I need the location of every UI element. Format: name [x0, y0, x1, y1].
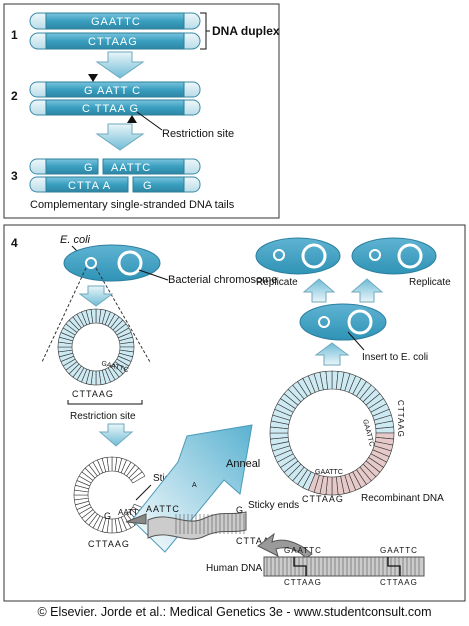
fragment-left-top — [29, 158, 99, 175]
replicate-left-chromosome — [301, 243, 327, 269]
cut-marker-top — [88, 74, 98, 82]
replicate-cell-left — [255, 237, 341, 275]
ecoli-recombinant-cell — [299, 303, 387, 341]
replicate-left-label: Replicate — [256, 277, 298, 288]
open-plasmid-segment — [130, 471, 146, 484]
ecoli-recombinant-plasmid — [318, 316, 330, 328]
ecoli-plasmid — [85, 257, 97, 269]
recombinant-segment — [325, 370, 333, 390]
duplex-top-strand — [29, 12, 201, 30]
anneal-label: Anneal — [226, 458, 260, 470]
replicate-cell-right — [351, 237, 437, 275]
zoom-line-right — [95, 267, 151, 363]
fragment-right-bottom — [132, 176, 201, 193]
fragment-left-bottom — [29, 176, 129, 193]
arrow-human-to-insert — [257, 532, 313, 559]
ecoli-recombinant-chromosome — [347, 309, 373, 335]
human-site2-bottom: CTTAAG — [380, 578, 418, 587]
fragment-left-top-g: G — [84, 162, 94, 174]
human-site1-top: GAATTC — [284, 546, 322, 555]
bacterial-chromosome-label: Bacterial chromosome — [168, 274, 277, 286]
open-plasmid-top-seq: AATTC — [118, 508, 144, 517]
bacterial-chromosome-line: Bacterial chromosome — [168, 274, 277, 286]
step2-bottom-sequence: C TTAA G — [82, 103, 139, 115]
open-plasmid-g: G — [104, 511, 112, 521]
step3-caption: Complementary single-stranded DNA tails — [30, 199, 235, 211]
restriction-site-leader — [136, 111, 163, 131]
insert-g: G — [236, 505, 244, 515]
step-2-number: 2 — [11, 89, 18, 103]
fragment-left-bottom-seq: CTTA A — [68, 180, 111, 192]
replicate-right-label: Replicate — [409, 277, 451, 288]
plasmid-segment — [90, 308, 97, 324]
human-site2-top: GAATTC — [380, 546, 418, 555]
sticky-ends-left-leader — [135, 484, 152, 501]
plasmid-ring — [57, 308, 135, 386]
ecoli-cell — [63, 244, 161, 282]
replicate-right-chromosome — [397, 243, 423, 269]
cut-marker-bottom — [127, 115, 137, 123]
duplex-bottom-strand — [29, 32, 201, 50]
anneal-marker: A — [192, 482, 197, 489]
step-3-number: 3 — [11, 169, 18, 183]
duplex-top-sequence: GAATTC — [91, 16, 141, 28]
sticky-ends-label-right: Sticky ends — [248, 500, 299, 511]
arrow-ecoli-to-plasmid — [78, 285, 114, 307]
arrow-plasmid-to-open — [98, 423, 134, 447]
human-site2-cut — [387, 557, 401, 576]
fragment-right-bottom-g: G — [143, 180, 153, 192]
restriction-site-label-bottom: Restriction site — [70, 411, 136, 422]
sticky-ends-right-text: Sticky ends — [248, 500, 299, 511]
fragment-right-top-seq: AATTC — [111, 162, 151, 174]
recombinant-outer-right: CTTAAG — [396, 400, 405, 438]
insert-left-top: AATTC — [146, 504, 180, 514]
chromosome-leader — [138, 269, 169, 281]
human-dna-bar — [263, 556, 425, 577]
zoom-line-left — [41, 267, 87, 363]
step2-top-sequence: G AATT C — [84, 85, 141, 97]
duplex-bottom-sequence: CTTAAG — [88, 36, 138, 48]
arrow-recomb-to-ecoli — [314, 342, 350, 366]
ecoli-label: E. coli — [60, 234, 91, 246]
arrow-step2-to-3 — [95, 123, 145, 151]
restriction-site-label-top: Restriction site — [162, 128, 234, 140]
ecoli-chromosome — [117, 250, 143, 276]
human-site1-cut — [293, 557, 307, 576]
plasmid-site-bottom-label: CTTAAG — [72, 389, 114, 399]
fragment-right-top — [102, 158, 201, 175]
insert-leader — [347, 331, 365, 351]
restriction-site-bracket — [67, 400, 143, 405]
arrow-to-replicate-right — [350, 278, 384, 303]
recombinant-outer-bottom: CTTAAG — [302, 494, 344, 504]
arrow-to-replicate-left — [302, 278, 336, 303]
replicate-left-plasmid — [273, 249, 285, 261]
duplex-bracket — [200, 12, 210, 50]
recombinant-ring — [269, 370, 395, 496]
step2-top-strand — [29, 81, 201, 98]
step-4-number: 4 — [11, 236, 18, 250]
human-dna-label: Human DNA — [206, 563, 262, 574]
open-plasmid-segment — [106, 456, 113, 472]
step-1-number: 1 — [11, 28, 18, 42]
insert-bottom-seq: CTTAA — [236, 536, 270, 546]
recombinant-inner-bottom: GAATTC — [315, 469, 343, 476]
step2-bottom-strand — [29, 99, 201, 116]
replicate-right-plasmid — [369, 249, 381, 261]
insert-stripes — [175, 514, 245, 534]
insert-left-end — [125, 513, 147, 525]
arrow-step1-to-2 — [95, 51, 145, 79]
recombinant-dna-label: Recombinant DNA — [361, 493, 444, 504]
duplex-label: DNA duplex — [212, 24, 280, 38]
footer-credit: © Elsevier. Jorde et al.: Medical Geneti… — [37, 605, 432, 619]
human-site1-bottom: CTTAAG — [284, 578, 322, 587]
open-plasmid-bottom-seq: CTTAAG — [88, 539, 130, 549]
insert-to-ecoli-label: Insert to E. coli — [362, 352, 428, 363]
